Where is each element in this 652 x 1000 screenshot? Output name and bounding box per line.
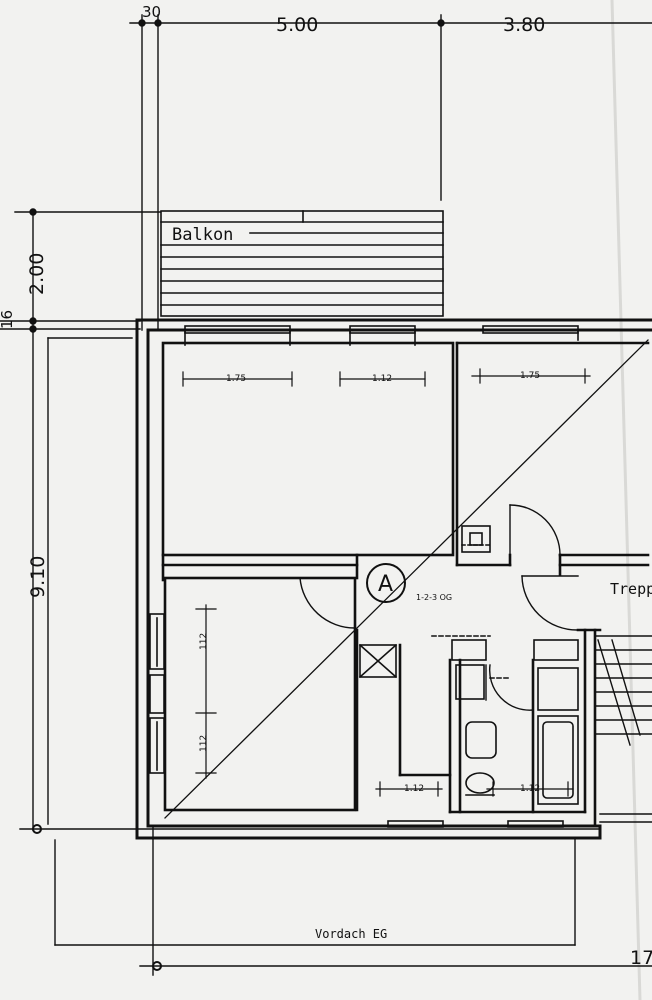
stairs-label: Trepp bbox=[610, 580, 652, 598]
fixtures bbox=[358, 525, 579, 805]
dim-left-910: 9.10 bbox=[27, 556, 49, 598]
balcony-label: Balkon bbox=[172, 225, 233, 245]
paper-crease bbox=[610, 0, 642, 1000]
interior-walls bbox=[161, 341, 650, 828]
doors bbox=[299, 504, 579, 711]
dim-bath-b: 1.12 bbox=[520, 784, 540, 794]
unit-letter: A bbox=[378, 572, 393, 597]
left-dimension-chain bbox=[0, 208, 601, 834]
top-dimension-chain bbox=[129, 14, 652, 331]
dim-bath-a: 1.12 bbox=[404, 784, 424, 794]
dim-top-380: 3.80 bbox=[503, 14, 545, 36]
dim-left-16: 16 bbox=[0, 310, 16, 329]
dim-left-200: 2.00 bbox=[26, 253, 48, 295]
left-windows bbox=[149, 613, 165, 774]
canopy-label: Vordach EG bbox=[315, 927, 387, 941]
dim-bottom-17: 17. bbox=[630, 947, 652, 969]
bottom-windows bbox=[387, 820, 564, 828]
exterior-walls bbox=[135, 318, 652, 840]
dim-side-a: 112 bbox=[199, 633, 209, 650]
balcony bbox=[160, 210, 444, 317]
dim-top-500: 5.00 bbox=[276, 14, 318, 36]
stairs bbox=[595, 635, 652, 823]
dim-window-b: 1.12 bbox=[372, 374, 392, 384]
unit-marker-circle bbox=[366, 563, 406, 603]
dim-side-b: 112 bbox=[199, 735, 209, 752]
unit-floors: 1-2-3 OG bbox=[416, 593, 452, 602]
canopy-outline bbox=[54, 825, 652, 976]
dim-top-30: 30 bbox=[142, 3, 161, 21]
dim-window-a: 1.75 bbox=[226, 374, 246, 384]
unit-diagonal bbox=[164, 339, 649, 819]
interior-dimensions bbox=[182, 368, 591, 797]
dim-window-c: 1.75 bbox=[520, 371, 540, 381]
